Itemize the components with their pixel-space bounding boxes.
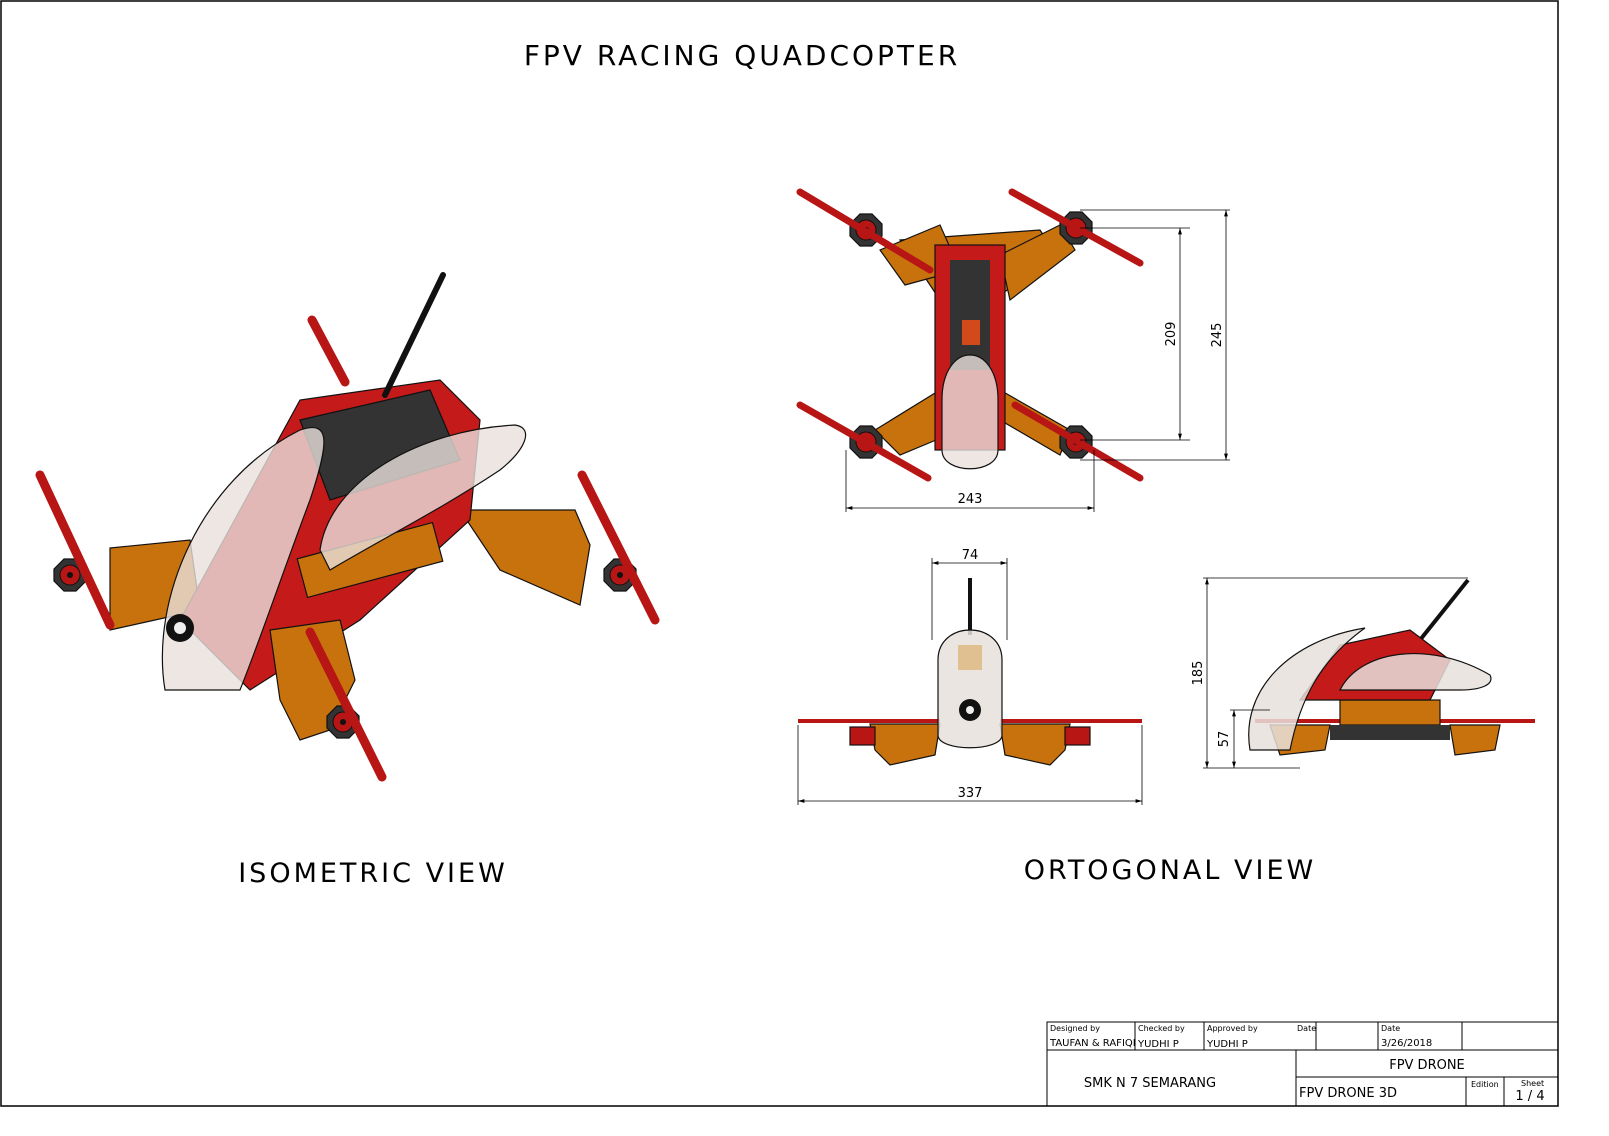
front-view-dimensions bbox=[797, 558, 1143, 805]
date-value: 3/26/2018 bbox=[1381, 1038, 1432, 1049]
dim-243: 243 bbox=[958, 492, 983, 507]
dim-337: 337 bbox=[958, 786, 983, 801]
checked-by-value: YUDHI P bbox=[1137, 1039, 1179, 1050]
dim-74: 74 bbox=[962, 548, 979, 563]
drawing-name: FPV DRONE bbox=[1389, 1058, 1465, 1073]
top-view-drone bbox=[796, 188, 1144, 482]
checked-by-label: Checked by bbox=[1138, 1024, 1185, 1033]
side-view-drone bbox=[1248, 578, 1535, 756]
isometric-view-drone bbox=[35, 272, 660, 782]
dim-57: 57 bbox=[1217, 731, 1232, 748]
side-view-dimensions bbox=[1203, 577, 1468, 769]
drawing-subtitle: FPV DRONE 3D bbox=[1299, 1086, 1397, 1101]
sheet-number: 1 / 4 bbox=[1515, 1089, 1544, 1104]
approved-by-label: Approved by bbox=[1207, 1024, 1258, 1033]
drawing-title: FPV RACING QUADCOPTER bbox=[524, 39, 960, 72]
designed-by-value: TAUFAN & RAFIQI bbox=[1049, 1038, 1136, 1049]
dim-185: 185 bbox=[1191, 661, 1206, 686]
top-view-dimensions bbox=[845, 209, 1230, 512]
dim-209: 209 bbox=[1164, 322, 1179, 347]
approved-by-value: YUDHI P bbox=[1206, 1039, 1248, 1050]
designed-by-label: Designed by bbox=[1050, 1024, 1100, 1033]
front-view-drone bbox=[798, 578, 1142, 766]
edition-label: Edition bbox=[1471, 1080, 1499, 1089]
organization-name: SMK N 7 SEMARANG bbox=[1084, 1076, 1216, 1091]
sheet-label: Sheet bbox=[1521, 1079, 1544, 1088]
orthogonal-view-label: ORTOGONAL VIEW bbox=[1024, 855, 1316, 886]
sheet-border bbox=[0, 0, 1559, 1107]
isometric-view-label: ISOMETRIC VIEW bbox=[238, 858, 508, 889]
dim-245: 245 bbox=[1210, 323, 1225, 348]
title-block bbox=[1046, 1021, 1559, 1107]
date-label: Date bbox=[1381, 1024, 1400, 1033]
approval-date-label: Date bbox=[1297, 1024, 1316, 1033]
